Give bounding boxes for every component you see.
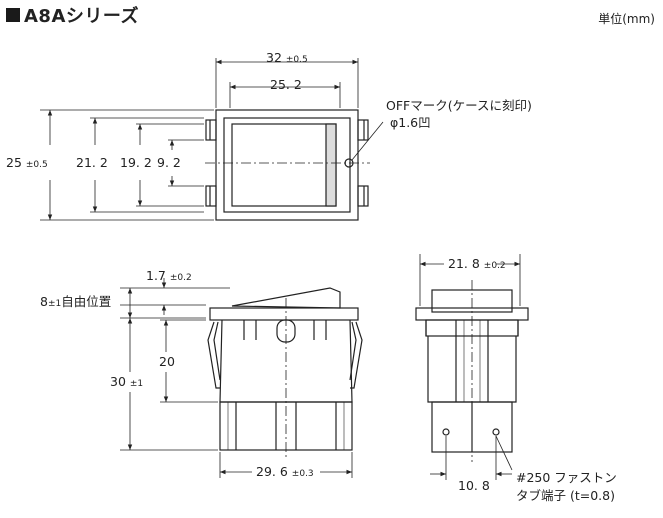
dim-base-width: 29. 6 ±0.3	[256, 464, 314, 479]
side-view	[207, 287, 363, 460]
dim-terminal-pitch-value: 10. 8	[458, 478, 490, 493]
dim-free-position: 8±1自由位置	[40, 294, 112, 309]
off-mark-diameter: φ1.6凹	[390, 115, 431, 130]
off-mark-note: OFFマーク(ケースに刻印)	[386, 98, 532, 113]
top-view	[205, 109, 384, 221]
dim-width-overall: 32 ±0.5	[266, 50, 308, 65]
dim-height-overall-tol: ±0.5	[25, 160, 48, 170]
top-view-dimensions	[40, 58, 359, 221]
dim-inner-height-value: 20	[159, 354, 175, 369]
side-view-dimensions	[120, 278, 353, 478]
dim-width-body-value: 25. 2	[270, 77, 302, 92]
page-title: A8Aシリーズ	[24, 6, 139, 27]
dim-inner-height: 20	[159, 354, 175, 369]
dim-height-frame-value: 21. 2	[76, 155, 108, 170]
dim-height-window: 9. 2	[157, 155, 181, 170]
dim-width-body: 25. 2	[270, 77, 302, 92]
dim-height-body-value: 19. 2	[120, 155, 152, 170]
dim-body-height: 30 ±1	[110, 374, 144, 389]
terminal-note-line2: タブ端子 (t=0.8)	[516, 488, 615, 503]
dim-body-height-value: 30	[110, 374, 126, 389]
dim-width-overall-value: 32	[266, 50, 282, 65]
dim-end-width-tol: ±0.2	[483, 261, 506, 271]
dim-height-overall: 25 ±0.5	[6, 155, 48, 170]
dim-terminal-pitch: 10. 8	[458, 478, 490, 493]
dim-height-window-value: 9. 2	[157, 155, 181, 170]
end-view	[415, 280, 529, 462]
terminal-note-line1: #250 ファストン	[516, 470, 617, 485]
title-block: A8Aシリーズ	[6, 2, 139, 28]
dim-base-width-tol: ±0.3	[291, 469, 314, 479]
dim-width-overall-tol: ±0.5	[285, 55, 308, 65]
dim-lever-offset-tol: ±0.2	[169, 273, 192, 283]
dim-end-width-value: 21. 8	[448, 256, 480, 271]
dim-lever-offset-value: 1.7	[146, 268, 166, 283]
dim-free-position-suffix: 自由位置	[61, 294, 112, 309]
dim-base-width-value: 29. 6	[256, 464, 288, 479]
dim-lever-offset: 1.7 ±0.2	[146, 268, 192, 283]
dim-height-overall-value: 25	[6, 155, 22, 170]
dim-end-width: 21. 8 ±0.2	[448, 256, 506, 271]
unit-note: 単位(mm)	[598, 12, 655, 26]
end-view-dimensions	[419, 254, 521, 480]
dim-free-position-tol: ±1	[47, 299, 62, 309]
dim-height-body: 19. 2	[120, 155, 152, 170]
dim-body-height-tol: ±1	[129, 379, 144, 389]
dim-free-position-value: 8	[40, 294, 48, 309]
dim-height-frame: 21. 2	[76, 155, 108, 170]
title-square-icon	[6, 8, 20, 22]
